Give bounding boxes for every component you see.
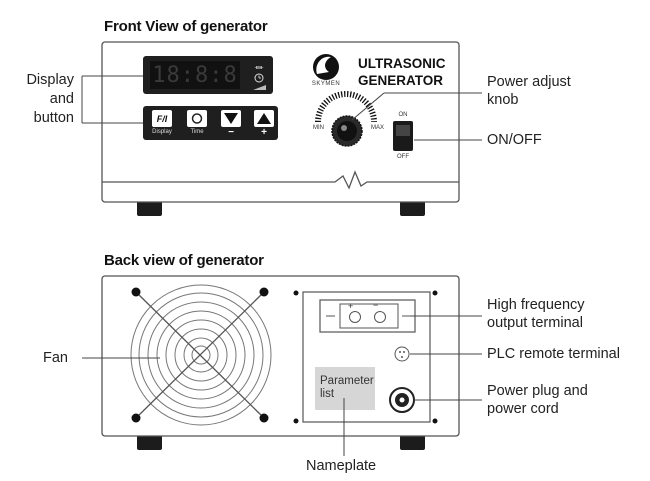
- callout-and: and: [49, 91, 74, 107]
- plc-remote-terminal: [394, 346, 410, 362]
- fan-screw-icon: [131, 287, 141, 297]
- switch-off-label: OFF: [397, 154, 409, 160]
- power-symbol-icon: ⏛: [254, 63, 263, 73]
- terminal-plus-label: +: [348, 301, 354, 311]
- back-view-heading: Back view of generator: [104, 252, 264, 269]
- power-adjust-knob[interactable]: [331, 115, 363, 147]
- display-fi-button[interactable]: [152, 110, 172, 127]
- back-foot-left: [137, 434, 162, 450]
- switch-rocker: [396, 125, 410, 136]
- signal-level-icon: [253, 85, 266, 90]
- front-base-line: [102, 170, 459, 190]
- triangle-up-icon: [257, 113, 271, 124]
- nameplate-text-2: list: [320, 388, 335, 400]
- front-foot-right: [400, 200, 425, 216]
- logo-text: SKYMEN: [311, 81, 341, 87]
- callout-power-plug: Power plug and: [487, 383, 588, 399]
- power-plug-socket: [389, 387, 415, 413]
- button-panel: [143, 106, 278, 140]
- brand-logo: [313, 54, 339, 80]
- plus-caption: +: [261, 127, 267, 138]
- terminal-minus-label: −: [373, 300, 379, 310]
- front-foot-left: [137, 200, 162, 216]
- knob-scale: [315, 91, 377, 123]
- display-button-caption: Display: [152, 129, 172, 135]
- callout-fan: Fan: [43, 350, 68, 366]
- fi-button-glyph: F/I: [156, 113, 168, 124]
- callout-nameplate: Nameplate: [306, 458, 377, 474]
- rear-panel: [302, 291, 431, 423]
- callout-plc: PLC remote terminal: [487, 346, 620, 362]
- panel-screw-icon: [293, 418, 299, 424]
- callout-power-cord: power cord: [487, 401, 559, 417]
- display-status-icons: ⏛: [253, 63, 266, 90]
- callout-high-frequency: High frequency: [487, 297, 585, 313]
- display-digits: 18:8:8: [152, 62, 238, 88]
- minus-caption: −: [228, 127, 234, 138]
- fan-screw-icon: [259, 287, 269, 297]
- front-view: ⏛: [81, 41, 482, 216]
- back-view: [82, 275, 482, 456]
- panel-screw-icon: [432, 290, 438, 296]
- fan: [130, 284, 272, 426]
- callout-on-off: ON/OFF: [487, 132, 542, 148]
- back-foot-right: [400, 434, 425, 450]
- fan-screw-icon: [259, 413, 269, 423]
- switch-on-label: ON: [398, 112, 408, 118]
- callout-output-terminal: output terminal: [487, 315, 583, 331]
- fan-screw-icon: [131, 413, 141, 423]
- knob-min-label: MIN: [313, 125, 324, 131]
- timer-icon: [191, 113, 203, 124]
- panel-screw-icon: [432, 418, 438, 424]
- plus-terminal-icon: [349, 311, 361, 323]
- time-button[interactable]: [187, 110, 207, 127]
- nameplate-text-1: Parameter: [320, 375, 374, 387]
- panel-screw-icon: [293, 290, 299, 296]
- seven-segment-display: [150, 61, 240, 89]
- time-button-caption: Time: [190, 129, 204, 135]
- callout-power-adjust: Power adjust: [487, 74, 571, 90]
- brand-line-2: GENERATOR: [358, 73, 444, 88]
- callout-button: button: [33, 110, 74, 126]
- brand-line-1: ULTRASONIC: [358, 56, 446, 71]
- front-view-heading: Front View of generator: [104, 18, 268, 35]
- triangle-down-icon: [224, 113, 238, 124]
- nameplate: [315, 367, 375, 410]
- minus-terminal-icon: [374, 311, 386, 323]
- callout-knob: knob: [487, 92, 519, 108]
- callout-display: Display: [26, 72, 74, 88]
- knob-max-label: MAX: [371, 125, 385, 131]
- clock-icon: [254, 73, 264, 83]
